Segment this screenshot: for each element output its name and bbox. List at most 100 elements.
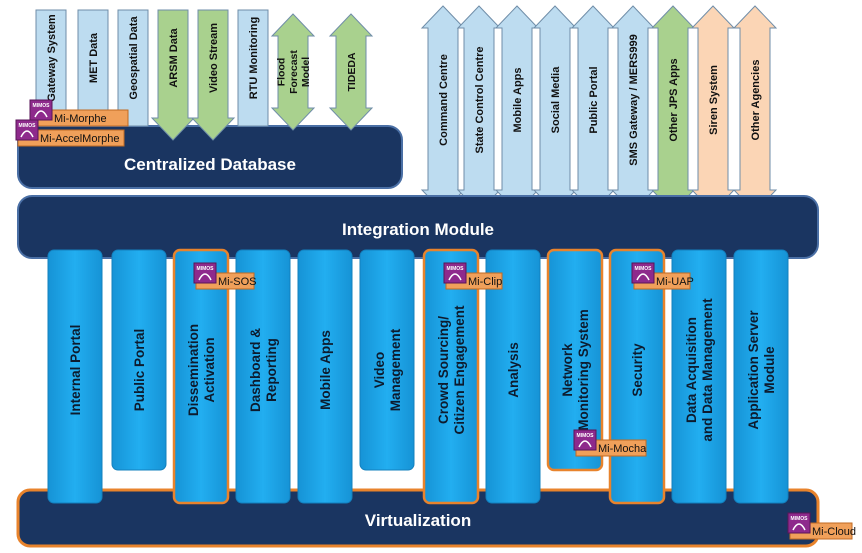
mimos-logo-text: MIMOS: [33, 103, 51, 109]
output-public-portal-label-line: Public Portal: [588, 66, 600, 133]
green-tideda-label: TIDEDA: [346, 52, 358, 92]
mimos-arch-icon: [448, 273, 462, 281]
centralized-database-label: Centralized Database: [124, 155, 296, 174]
output-other-jps-apps-label-line: Other JPS Apps: [668, 58, 680, 141]
module-application-server-module-label-line: Application Server: [746, 310, 761, 430]
module-video-management-label-line: Management: [388, 328, 403, 411]
input-rtu-monitoring-label: RTU Monitoring: [248, 17, 260, 99]
output-sms-gateway-mers999-label-line: SMS Gateway / MERS999: [628, 34, 640, 165]
input-gateway-system-label: Gateway System: [46, 14, 58, 102]
output-command-centre-label: Command Centre: [438, 54, 450, 146]
input-video-stream-arrow: [190, 9, 236, 141]
module-data-acquisition-and-data-management-label-line: and Data Management: [700, 298, 715, 442]
module-dashboard-reporting-label-line: Dashboard &: [248, 328, 263, 412]
output-public-portal-label: Public Portal: [588, 66, 600, 133]
module-crowd-sourcing-citizen-engagement-label-line: Citizen Engagement: [452, 305, 467, 435]
module-dissemination-activation-label-line: Activation: [202, 337, 217, 402]
module-analysis-label: Analysis: [506, 342, 521, 398]
module-security-label: Security: [630, 343, 645, 397]
module-data-acquisition-and-data-management: [671, 249, 727, 504]
mimos-arch-icon: [20, 130, 34, 138]
module-crowd-sourcing-citizen-engagement-label-line: Crowd Sourcing/: [436, 316, 451, 424]
green-flood-forecast-model-label-line: Model: [300, 57, 312, 87]
module-network-monitoring-system-label-line: Network: [560, 343, 575, 397]
tag-mi-clip-label: Mi-Clip: [468, 276, 502, 288]
output-mobile-apps-label: Mobile Apps: [512, 68, 524, 133]
module-mobile-apps: [297, 249, 353, 504]
green-flood-forecast-model-arrow: [270, 13, 316, 131]
input-gateway-system-label-line: Gateway System: [46, 14, 58, 102]
integration-module-label: Integration Module: [342, 220, 494, 239]
module-data-acquisition-and-data-management-label-line: Data Acquisition: [684, 317, 699, 423]
integration-module-band: [17, 195, 819, 259]
mimos-logo-text: MIMOS: [577, 433, 595, 439]
mimos-logo-text: MIMOS: [197, 266, 215, 272]
output-social-media-label-line: Social Media: [550, 66, 562, 134]
module-internal-portal-label: Internal Portal: [68, 325, 83, 416]
module-public-portal-label-line: Public Portal: [132, 329, 147, 412]
input-video-stream-label-line: Video Stream: [208, 23, 220, 93]
output-state-control-centre-label-line: State Control Centre: [474, 47, 486, 154]
input-rtu-monitoring-label-line: RTU Monitoring: [248, 17, 260, 99]
output-other-agencies-label-line: Other Agencies: [750, 60, 762, 141]
green-flood-forecast-model-label-line: Flood: [275, 58, 287, 87]
module-network-monitoring-system: [546, 248, 604, 472]
module-dashboard-reporting-label-line: Reporting: [264, 338, 279, 402]
module-crowd-sourcing-citizen-engagement: [422, 248, 480, 505]
output-command-centre-label-line: Command Centre: [438, 54, 450, 146]
output-siren-system-label-line: Siren System: [708, 65, 720, 135]
mimos-logo-text: MIMOS: [635, 266, 653, 272]
input-arsm-data-label: ARSM Data: [168, 27, 180, 87]
module-dissemination-activation: [172, 248, 230, 505]
module-analysis-label-line: Analysis: [506, 342, 521, 398]
module-public-portal: [111, 249, 167, 471]
input-arsm-data-label-line: ARSM Data: [168, 27, 180, 87]
green-tideda-arrow: [328, 13, 374, 131]
output-sms-gateway-mers999-label: SMS Gateway / MERS999: [628, 34, 640, 165]
output-mobile-apps-label-line: Mobile Apps: [512, 68, 524, 133]
tag-mi-uap-label: Mi-UAP: [656, 276, 694, 288]
input-geospatial-data-arrow: [117, 9, 149, 127]
input-met-data-label: MET Data: [88, 32, 100, 83]
module-internal-portal: [47, 249, 103, 504]
mimos-logo-text: MIMOS: [447, 266, 465, 272]
module-security-label-line: Security: [630, 343, 645, 397]
mimos-arch-icon: [578, 440, 592, 448]
output-other-jps-apps-label: Other JPS Apps: [668, 58, 680, 141]
module-video-management-label-line: Video: [372, 352, 387, 389]
module-application-server-module: [733, 249, 789, 504]
module-mobile-apps-label-line: Mobile Apps: [318, 330, 333, 410]
module-internal-portal-label-line: Internal Portal: [68, 325, 83, 416]
green-tideda-label-line: TIDEDA: [346, 52, 358, 92]
virtualization-label: Virtualization: [365, 511, 471, 530]
mimos-arch-icon: [34, 110, 48, 118]
mimos-arch-icon: [198, 273, 212, 281]
mimos-arch-icon: [792, 523, 806, 531]
tag-mi-accelmorphe-label: Mi-AccelMorphe: [40, 133, 119, 145]
output-siren-system-label: Siren System: [708, 65, 720, 135]
mimos-logo-text: MIMOS: [19, 123, 37, 129]
input-geospatial-data-label: Geospatial Data: [128, 16, 140, 100]
tag-mi-morphe-label: Mi-Morphe: [54, 113, 107, 125]
module-crowd-sourcing-citizen-engagement-label: Crowd Sourcing/Citizen Engagement: [436, 305, 467, 435]
module-public-portal-label: Public Portal: [132, 329, 147, 412]
module-network-monitoring-system-label-line: Monitoring System: [576, 309, 591, 431]
output-social-media-label: Social Media: [550, 66, 562, 134]
module-video-management: [359, 249, 415, 471]
input-video-stream-label: Video Stream: [208, 23, 220, 93]
mimos-arch-icon: [636, 273, 650, 281]
input-geospatial-data-label-line: Geospatial Data: [128, 16, 140, 100]
input-rtu-monitoring-arrow: [237, 9, 269, 127]
tag-mi-mocha-label: Mi-Mocha: [598, 443, 647, 455]
